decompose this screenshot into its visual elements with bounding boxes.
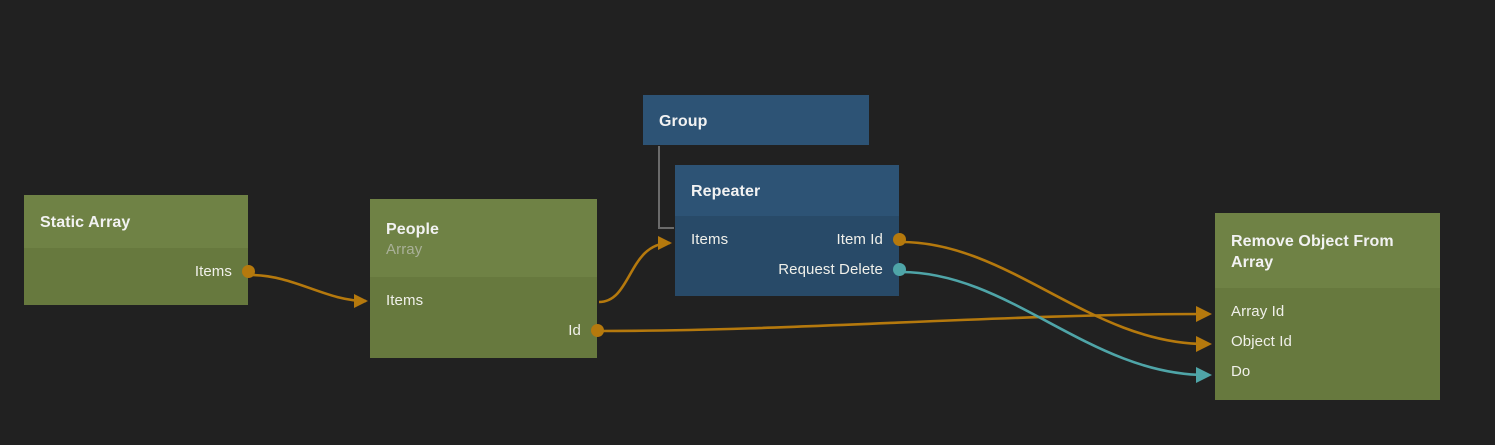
node-repeater[interactable]: Repeater Items Item Id Request Delete	[675, 165, 906, 296]
node-static-array[interactable]: Static Array Items	[24, 195, 255, 305]
port-label-id: Id	[568, 321, 581, 339]
port-label-request-delete: Request Delete	[778, 260, 883, 278]
node-people-title: People	[386, 220, 440, 238]
node-repeater-title: Repeater	[691, 183, 761, 200]
port-row-object-id-in[interactable]: Object Id	[1215, 326, 1440, 356]
port-label-array-id: Array Id	[1231, 302, 1285, 320]
node-group[interactable]: Group	[643, 95, 869, 145]
port-dot-people-id-out[interactable]	[590, 323, 604, 337]
port-label-object-id: Object Id	[1231, 332, 1292, 350]
port-label-items: Items	[386, 291, 424, 309]
node-static-array-header[interactable]: Static Array	[24, 195, 248, 248]
port-row-repeater-request-delete-out[interactable]: Request Delete	[675, 254, 906, 284]
node-people-header[interactable]: People Array	[370, 199, 597, 277]
port-label-do: Do	[1231, 362, 1251, 380]
node-repeater-header[interactable]: Repeater	[675, 165, 899, 216]
node-remove-object-from-array-body: Array Id Object Id Do	[1215, 288, 1440, 400]
node-people-body: Items Id	[370, 277, 604, 358]
node-remove-object-from-array-title: Remove Object From Array	[1231, 232, 1394, 271]
node-remove-object-from-array-header[interactable]: Remove Object From Array	[1215, 213, 1440, 288]
port-dot-repeater-request-delete-out[interactable]	[892, 262, 906, 276]
port-label-items: Items	[691, 230, 729, 248]
node-static-array-title: Static Array	[40, 214, 131, 231]
port-label-item-id: Item Id	[836, 230, 883, 248]
node-group-title: Group	[659, 112, 708, 130]
node-remove-object-from-array[interactable]: Remove Object From Array Array Id Object…	[1215, 213, 1440, 400]
port-row-people-id-out[interactable]: Id	[370, 315, 604, 345]
port-row-repeater-items-in[interactable]: Items Item Id	[675, 224, 906, 254]
node-people[interactable]: People Array Items Id	[370, 199, 604, 358]
port-row-people-items-in[interactable]: Items	[370, 285, 597, 315]
node-people-subtitle: Array	[386, 240, 423, 258]
node-static-array-body: Items	[24, 248, 255, 305]
port-row-do-in[interactable]: Do	[1215, 356, 1440, 386]
port-row-array-id-in[interactable]: Array Id	[1215, 296, 1440, 326]
node-repeater-body: Items Item Id Request Delete	[675, 216, 906, 296]
port-label-items: Items	[194, 262, 232, 280]
port-row-static-array-items-out[interactable]: Items	[24, 256, 255, 286]
node-group-header[interactable]: Group	[643, 95, 869, 145]
port-dot-repeater-item-id-out[interactable]	[892, 232, 906, 246]
port-dot-static-array-items-out[interactable]	[241, 264, 255, 278]
